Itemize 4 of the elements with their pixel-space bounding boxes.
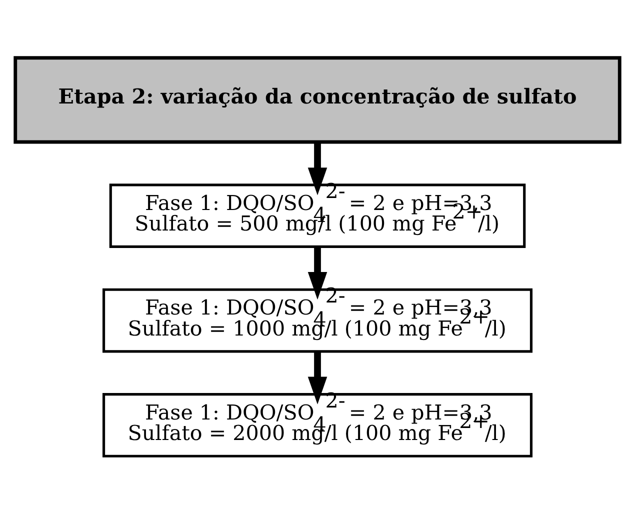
node-box: Etapa 2: variação da concentração de sulfato xyxy=(14,56,622,144)
arrow xyxy=(308,352,328,404)
arrow xyxy=(308,246,328,300)
arrow xyxy=(308,142,328,196)
